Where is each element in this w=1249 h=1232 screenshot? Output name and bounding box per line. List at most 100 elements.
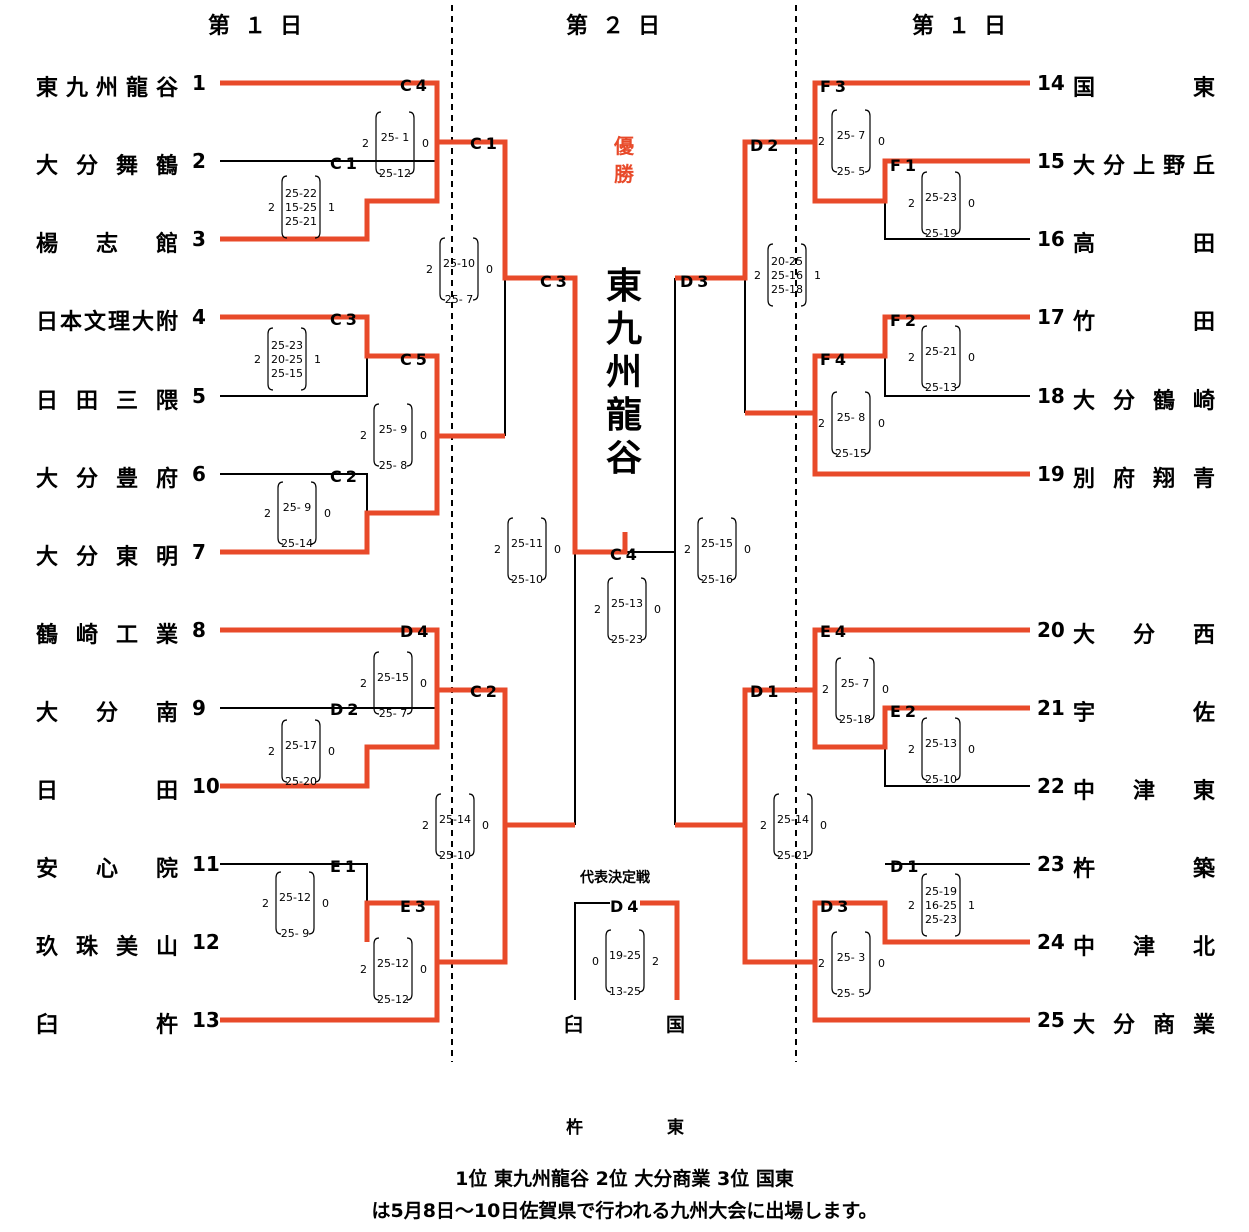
match-code: E1 (330, 857, 361, 876)
score-bracket-right (806, 793, 813, 857)
team-name: 大 分 西 (1073, 623, 1215, 648)
set-score: 25-12 (279, 891, 311, 904)
score-bracket-left (267, 327, 274, 391)
match-code: F1 (890, 156, 921, 175)
sets-won-a: 2 (818, 957, 825, 970)
team-number: 7 (192, 540, 206, 564)
team-name: 鶴崎工業 (36, 623, 178, 648)
set-score: 25-10 (925, 773, 957, 786)
team-name: 玖珠美山 (36, 935, 178, 960)
team-number: 20 (1037, 618, 1065, 642)
team-name: 日田三隈 (36, 389, 178, 414)
set-score: 25-14 (439, 813, 471, 826)
set-score: 25-19 (925, 227, 957, 240)
score-bracket-left (375, 111, 382, 175)
score-bracket-left (435, 793, 442, 857)
sets-won-a: 2 (818, 135, 825, 148)
sets-won-a: 2 (360, 677, 367, 690)
score-bracket-right (540, 517, 547, 581)
day-header-right: 第１日 (912, 14, 1021, 39)
team-number: 21 (1037, 696, 1065, 720)
set-scores: 25-13 25-10 (922, 726, 960, 798)
team-number: 19 (1037, 462, 1065, 486)
set-score: 25-16 (701, 573, 733, 586)
score-bracket-right (954, 717, 961, 781)
team-name: 大分上野丘 (1073, 154, 1215, 179)
set-score: 25-13 (611, 597, 643, 610)
score-bracket-right (314, 175, 321, 239)
team-number: 23 (1037, 852, 1065, 876)
score-bracket-right (864, 931, 871, 995)
match-code: F2 (890, 311, 921, 330)
set-score: 25-14 (281, 537, 313, 550)
match-code: D4 (610, 897, 643, 916)
team-name: 臼 杵 (36, 1013, 178, 1038)
set-score: 25- 7 (378, 707, 408, 720)
match-code: D2 (750, 136, 783, 155)
sets-won-a: 2 (760, 819, 767, 832)
match-code: D4 (400, 622, 433, 641)
match-code: C4 (610, 545, 641, 564)
sets-won-a: 0 (592, 955, 599, 968)
score-bracket-left (831, 931, 838, 995)
set-score: 13-25 (609, 985, 641, 998)
team-number: 6 (192, 462, 206, 486)
champion-char: 州 (606, 352, 643, 393)
match-code: C5 (400, 350, 431, 369)
score-bracket-right (408, 111, 415, 175)
result-summary: 1位 東九州龍谷 2位 大分商業 3位 国東 (455, 1168, 794, 1190)
match-code: C3 (330, 310, 361, 329)
sets-won-a: 2 (908, 743, 915, 756)
sets-won-a: 2 (362, 137, 369, 150)
bracket-line (220, 142, 440, 242)
score-bracket-left (921, 325, 928, 389)
team-number: 24 (1037, 930, 1065, 954)
team-number: 12 (192, 930, 220, 954)
bracket-line (675, 139, 815, 281)
score-bracket-left (697, 517, 704, 581)
set-score: 25-21 (777, 849, 809, 862)
score-bracket-right (638, 929, 645, 993)
sets-won-a: 2 (262, 897, 269, 910)
sets-won-b: 0 (486, 263, 493, 276)
playoff-left-team: 臼 (564, 1014, 584, 1036)
set-score: 25-13 (925, 737, 957, 750)
bracket-line (812, 627, 1030, 750)
sets-won-a: 2 (754, 269, 761, 282)
team-name: 日本文理大附 (36, 310, 178, 335)
set-score: 25- 7 (840, 677, 870, 690)
bracket-line (220, 690, 440, 789)
playoff-title: 代表決定戦 (580, 870, 650, 886)
sets-won-a: 2 (594, 603, 601, 616)
team-number: 13 (192, 1008, 220, 1032)
set-score: 25-18 (839, 713, 871, 726)
team-number: 8 (192, 618, 206, 642)
score-bracket-right (300, 327, 307, 391)
set-score: 25-19 (925, 885, 957, 898)
team-number: 11 (192, 852, 220, 876)
sets-won-b: 0 (744, 543, 751, 556)
sets-won-b: 0 (878, 135, 885, 148)
sets-won-a: 2 (684, 543, 691, 556)
team-name: 宇 佐 (1073, 701, 1215, 726)
sets-won-b: 1 (314, 353, 321, 366)
bracket-line (812, 900, 1030, 962)
team-number: 18 (1037, 384, 1065, 408)
sets-won-a: 2 (818, 417, 825, 430)
team-name: 大分豊府 (36, 467, 178, 492)
score-bracket-left (831, 109, 838, 173)
set-score: 25-16 (771, 269, 803, 282)
score-bracket-left (921, 717, 928, 781)
team-name: 竹 田 (1073, 310, 1215, 335)
sets-won-a: 2 (908, 351, 915, 364)
